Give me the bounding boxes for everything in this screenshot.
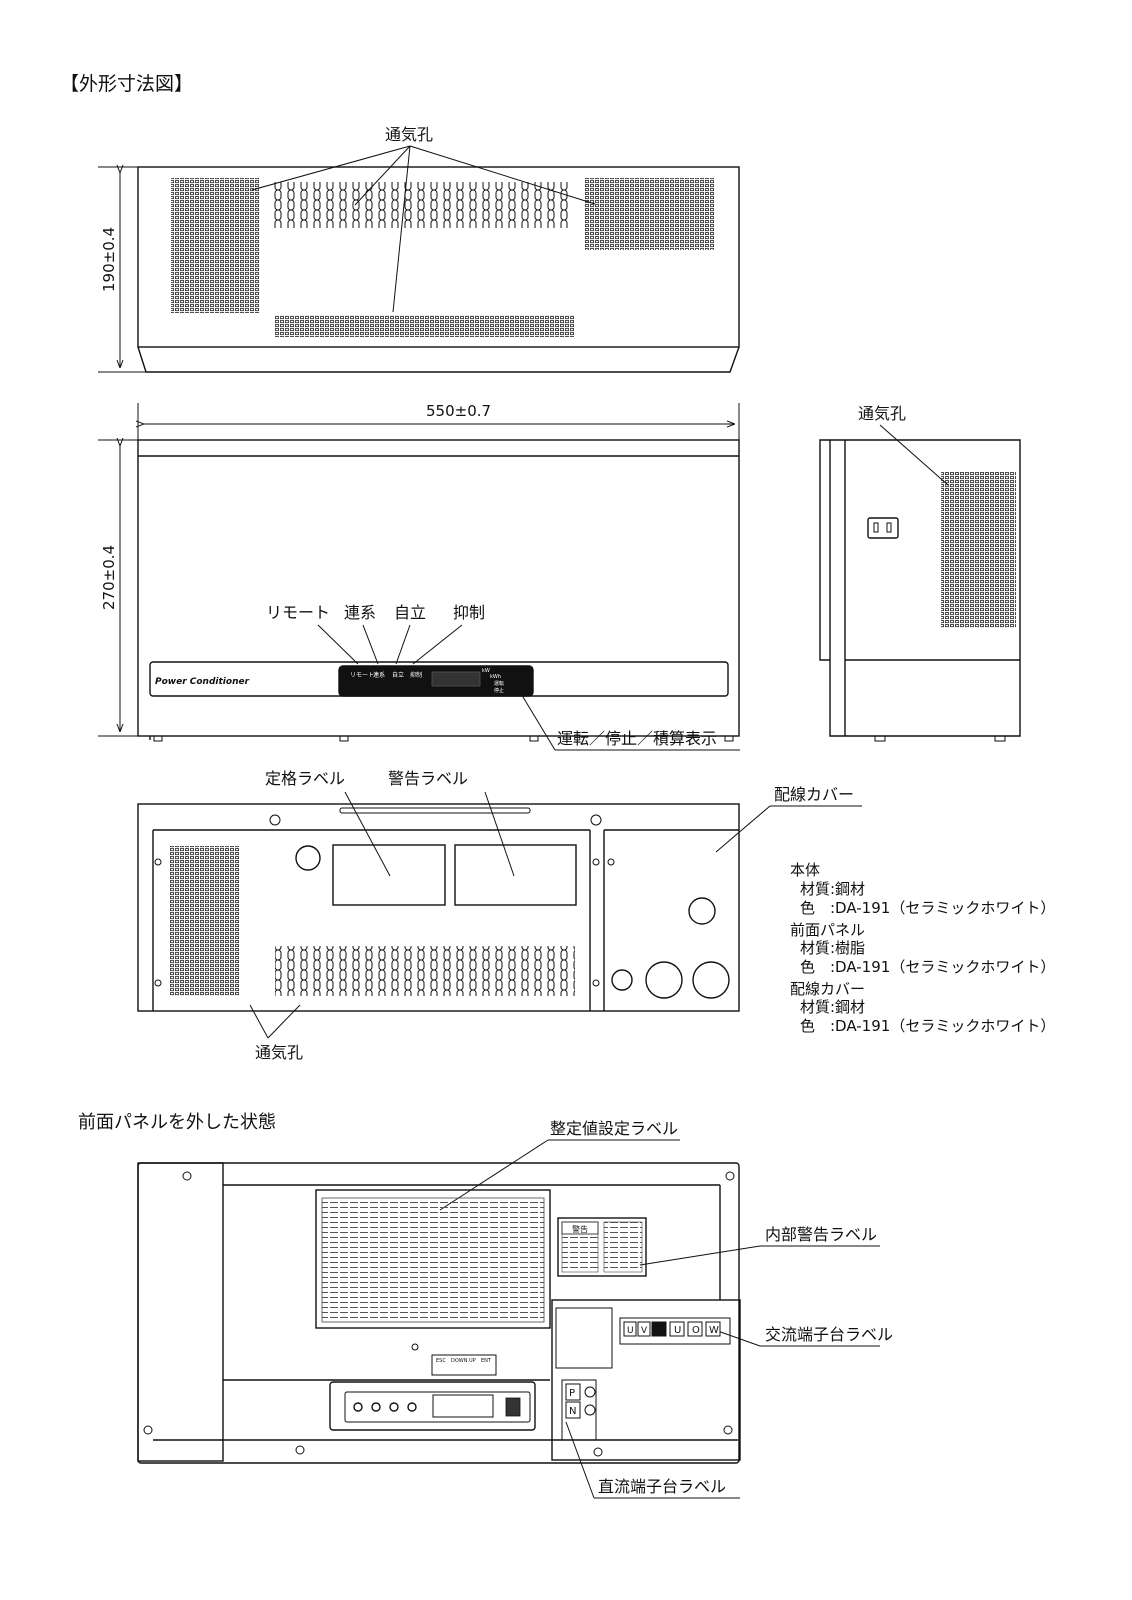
settings-label: 整定値設定ラベル <box>550 1119 678 1138</box>
wiring-cover-label: 配線カバー <box>774 785 854 804</box>
ac-term-v1: V <box>641 1326 648 1336</box>
side-vent-leader <box>879 424 949 486</box>
panel-leds: リモート 連系 自立 抑制 kW kWh 運転 停止 <box>350 668 504 694</box>
front-width-dimension <box>138 403 740 440</box>
materials-spec: 本体 材質:鋼材 色 :DA-191（セラミックホワイト） 前面パネル 材質:樹… <box>790 861 1055 1035</box>
indicator-labels: リモート 連系 自立 抑制 <box>266 603 485 622</box>
top-vent-leaders <box>251 145 596 313</box>
button-down: DOWN <box>451 1358 468 1364</box>
warning-tag-text: 警告 <box>572 1224 588 1234</box>
panel-kwh: kWh <box>490 674 501 680</box>
internal-screws <box>143 1171 735 1457</box>
mat-cover-material: 材質:鋼材 <box>800 998 865 1016</box>
front-height-dimension <box>98 440 138 737</box>
mat-body-color: 色 :DA-191（セラミックホワイト） <box>800 899 1055 917</box>
top-height-dim-text: 190±0.4 <box>100 227 118 292</box>
mat-body-material: 材質:鋼材 <box>800 880 865 898</box>
bottom-vent-label: 通気孔 <box>255 1043 303 1062</box>
mat-cover-title: 配線カバー <box>790 980 865 998</box>
button-esc: ESC <box>436 1358 446 1364</box>
panel-kw: kW <box>482 668 490 674</box>
rating-label: 定格ラベル <box>265 769 345 788</box>
top-height-dimension <box>98 167 146 373</box>
internal-warning-tag: 警告 <box>561 1221 599 1235</box>
ac-term-w: W <box>709 1325 719 1336</box>
bottom-screws <box>154 814 615 987</box>
front-buttons: ESC DOWN UP ENT <box>436 1358 492 1364</box>
side-view <box>819 439 1021 742</box>
mat-body-title: 本体 <box>790 861 820 879</box>
front-width-dim-text: 550±0.7 <box>426 402 491 420</box>
indicator-suppress: 抑制 <box>453 603 485 622</box>
top-vent-label: 通気孔 <box>385 125 433 144</box>
dc-term-p: P <box>569 1388 575 1399</box>
brand-text: Power Conditioner <box>155 677 250 687</box>
ac-terminal-block: U V U O W <box>623 1321 721 1337</box>
front-view <box>137 439 740 742</box>
internal-view-title: 前面パネルを外した状態 <box>78 1112 276 1133</box>
dc-term-n: N <box>569 1406 576 1417</box>
panel-led-remote: リモート <box>350 672 374 679</box>
internal-view <box>137 1162 741 1464</box>
top-view <box>137 166 740 373</box>
mat-panel-title: 前面パネル <box>790 921 865 939</box>
panel-led-grid: 連系 <box>373 671 385 679</box>
ac-term-u1: U <box>627 1326 634 1336</box>
indicator-grid: 連系 <box>344 603 376 622</box>
button-ent: ENT <box>481 1358 492 1364</box>
side-vent-label: 通気孔 <box>858 404 906 423</box>
indicator-remote: リモート <box>266 603 330 622</box>
front-height-dim-text: 270±0.4 <box>100 545 118 610</box>
indicator-leaders <box>317 624 740 751</box>
mat-cover-color: 色 :DA-191（セラミックホワイト） <box>800 1017 1055 1035</box>
button-up: UP <box>469 1358 476 1364</box>
mat-panel-color: 色 :DA-191（セラミックホワイト） <box>800 958 1055 976</box>
panel-led-standalone: 自立 <box>392 671 404 679</box>
dc-terminal-block: P N <box>565 1383 596 1419</box>
internal-warning-label: 内部警告ラベル <box>765 1225 877 1244</box>
panel-run: 運転 <box>494 681 504 687</box>
ac-terminal-label: 交流端子台ラベル <box>765 1325 893 1344</box>
panel-stop: 停止 <box>494 687 504 694</box>
dc-terminal-label: 直流端子台ラベル <box>598 1477 726 1496</box>
bottom-leaders <box>249 791 862 1039</box>
warning-label: 警告ラベル <box>388 769 468 788</box>
page-title: 【外形寸法図】 <box>60 73 193 95</box>
panel-led-suppress: 抑制 <box>410 671 422 679</box>
mat-panel-material: 材質:樹脂 <box>800 939 865 957</box>
display-label: 運転／停止／積算表示 <box>557 729 717 748</box>
ac-term-u: U <box>674 1325 681 1336</box>
ac-term-o: O <box>692 1325 700 1336</box>
bottom-view <box>137 803 740 1012</box>
indicator-standalone: 自立 <box>394 603 426 622</box>
